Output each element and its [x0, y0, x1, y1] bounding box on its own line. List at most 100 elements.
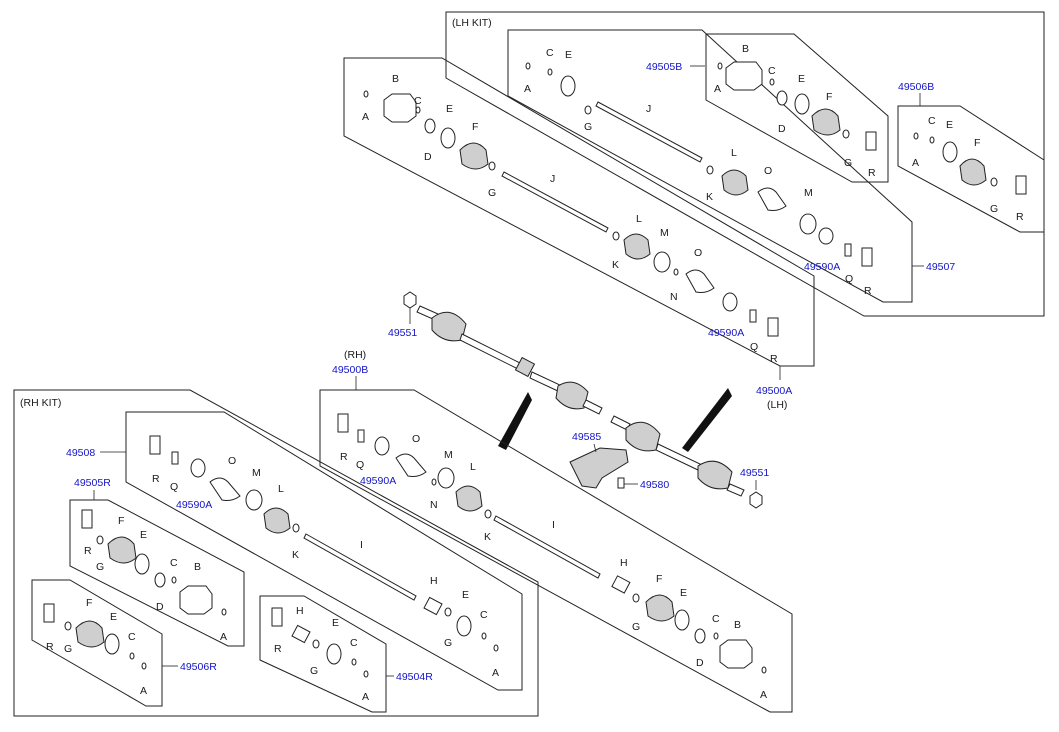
part-letter-label: B [742, 43, 749, 55]
ref-49580[interactable]: 49580 [640, 479, 669, 491]
lh-kit-parts: A C E G J K L O M Q R 49590A A [524, 43, 1027, 297]
part-letter-label: M [444, 449, 453, 461]
part-letter-label: G [444, 637, 452, 649]
part-letter-label: F [472, 121, 478, 133]
part-j-shaft-lh [501, 171, 609, 233]
part-letter-label: E [680, 587, 687, 599]
part-letter-label: O [764, 165, 772, 177]
part-letter-label: Q [750, 341, 758, 353]
box-49505r [69, 499, 245, 647]
part-letter-label: M [804, 187, 813, 199]
ref-49590a-lh-kit[interactable]: 49590A [804, 261, 840, 273]
part-letter-label: F [656, 573, 662, 585]
part-letter-label: H [620, 557, 628, 569]
box-49504r [259, 595, 387, 713]
part-letter-label: G [64, 643, 72, 655]
part-letter-label: E [946, 119, 953, 131]
ref-49590a-rh-kit[interactable]: 49590A [176, 499, 212, 511]
part-l-boot [721, 169, 749, 196]
part-letter-label: C [546, 47, 554, 59]
part-letter-label: G [310, 665, 318, 677]
part-letter-label: D [424, 151, 432, 163]
box-49500a [343, 57, 815, 367]
lh-assembly-group: 49500A (LH) A B C D E F G J K L M N O Q … [343, 57, 815, 411]
part-letter-label: E [446, 103, 453, 115]
ref-49506r[interactable]: 49506R [180, 661, 217, 673]
ref-49505b[interactable]: 49505B [646, 61, 682, 73]
part-letter-label: R [46, 641, 54, 653]
box-49508 [125, 411, 523, 691]
part-letter-label: E [140, 529, 147, 541]
part-letter-label: A [140, 685, 147, 697]
break-mark-right [682, 388, 732, 452]
part-letter-label: M [252, 467, 261, 479]
part-letter-label: C [712, 613, 720, 625]
part-letter-label: C [480, 609, 488, 621]
ref-49551-top[interactable]: 49551 [388, 327, 417, 339]
part-letter-label: R [274, 643, 282, 655]
part-letter-label: A [714, 83, 721, 95]
part-letter-label: C [170, 557, 178, 569]
part-bracket [569, 447, 629, 489]
part-letter-label: R [152, 473, 160, 485]
part-letter-label: K [484, 531, 491, 543]
part-a-clip [525, 62, 531, 70]
part-o-joint [757, 187, 787, 211]
part-letter-label: I [360, 539, 363, 551]
break-mark-left [498, 392, 532, 450]
box-49505b [507, 29, 913, 303]
part-letter-label: L [731, 147, 737, 159]
part-letter-label: R [864, 285, 872, 297]
part-letter-label: F [86, 597, 92, 609]
part-letter-label: Q [356, 459, 364, 471]
part-letter-label: Q [845, 273, 853, 285]
part-letter-label: C [414, 95, 422, 107]
part-letter-label: O [694, 247, 702, 259]
rh-kit-title: (RH KIT) [20, 397, 61, 409]
rh-kit-group: (RH KIT) 49508 R Q 49590A O M L K I H G … [13, 389, 539, 717]
ref-49507[interactable]: 49507 [926, 261, 955, 273]
part-b-housing-lh [383, 93, 417, 123]
ref-49585[interactable]: 49585 [572, 431, 601, 443]
rh-side-label: (RH) [344, 349, 366, 361]
part-letter-label: C [768, 65, 776, 77]
part-letter-label: K [612, 259, 619, 271]
part-letter-label: A [362, 111, 369, 123]
part-letter-label: B [392, 73, 399, 85]
ref-49590a-rh[interactable]: 49590A [360, 475, 396, 487]
part-letter-label: B [194, 561, 201, 573]
part-letter-label: F [974, 137, 980, 149]
part-letter-label: H [430, 575, 438, 587]
part-letter-label: C [350, 637, 358, 649]
ref-49500b[interactable]: 49500B [332, 364, 368, 376]
ref-49504r[interactable]: 49504R [396, 671, 433, 683]
part-letter-label: K [292, 549, 299, 561]
part-letter-label: D [778, 123, 786, 135]
part-letter-label: A [220, 631, 227, 643]
ref-49590a-lh[interactable]: 49590A [708, 327, 744, 339]
part-letter-label: J [646, 103, 651, 115]
part-letter-label: G [632, 621, 640, 633]
part-letter-label: R [84, 545, 92, 557]
lh-kit-group: (LH KIT) 49505B 49506B 49507 A C E G J K [445, 11, 1045, 317]
part-letter-label: R [868, 167, 876, 179]
part-letter-label: C [128, 631, 136, 643]
part-letter-label: E [798, 73, 805, 85]
part-letter-label: A [524, 83, 531, 95]
ref-49506b[interactable]: 49506B [898, 81, 934, 93]
part-letter-label: L [278, 483, 284, 495]
part-letter-label: G [584, 121, 592, 133]
part-letter-label: E [565, 49, 572, 61]
ref-49551-bottom[interactable]: 49551 [740, 467, 769, 479]
ref-49505r[interactable]: 49505R [74, 477, 111, 489]
ref-49508[interactable]: 49508 [66, 447, 95, 459]
part-letter-label: B [734, 619, 741, 631]
part-letter-label: O [412, 433, 420, 445]
main-shaft-group: 49551 49551 49585 49580 [388, 291, 769, 509]
part-letter-label: E [110, 611, 117, 623]
lh-kit-frame [445, 11, 1045, 317]
part-letter-label: M [660, 227, 669, 239]
part-letter-label: A [760, 689, 767, 701]
ref-49500a[interactable]: 49500A [756, 385, 792, 397]
part-letter-label: G [844, 157, 852, 169]
